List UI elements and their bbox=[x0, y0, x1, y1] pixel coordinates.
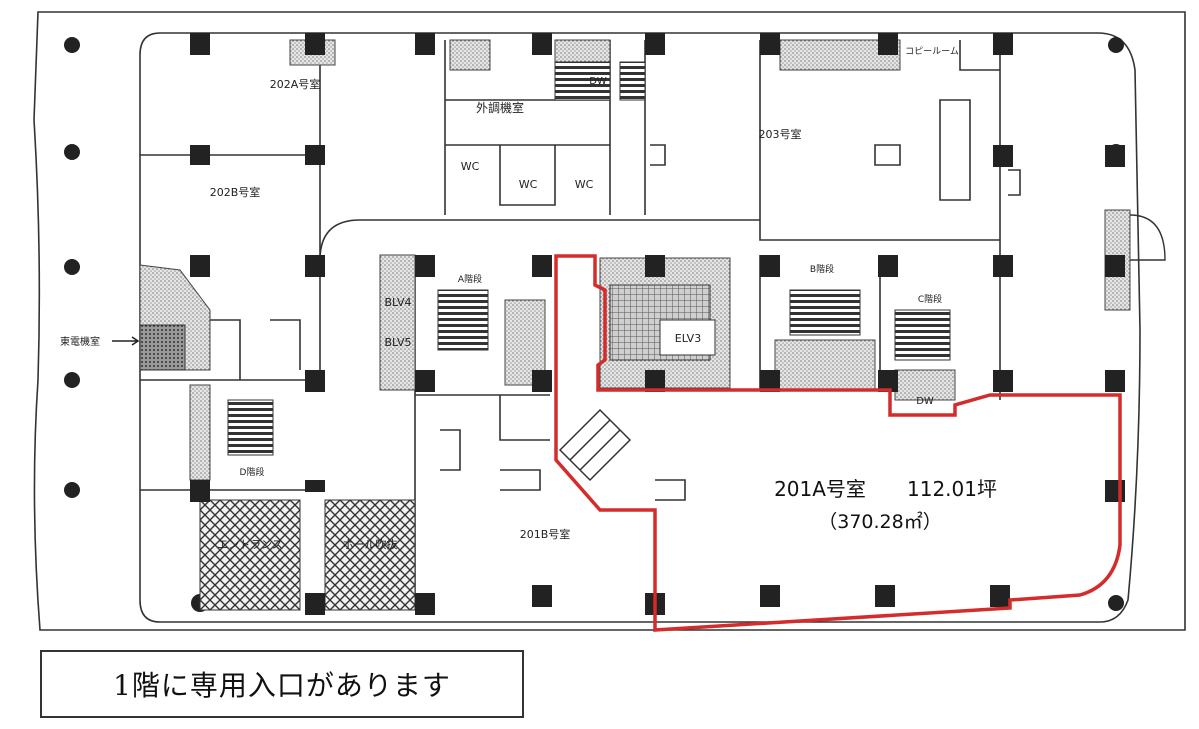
highlight-area-tsubo: 112.01坪 bbox=[907, 477, 997, 501]
label-blv5: BLV5 bbox=[385, 336, 412, 349]
label-electric-room: 東電機室 bbox=[60, 335, 100, 348]
label-stairs-a: A階段 bbox=[458, 273, 482, 285]
label-outdoor-ac: 外調機室 bbox=[476, 100, 524, 115]
room-labels: 202A号室 202B号室 203号室 201B号室 外調機室 コピールーム 東… bbox=[60, 46, 959, 551]
label-stairs-b: B階段 bbox=[810, 263, 834, 275]
shaded-cores bbox=[139, 39, 1131, 481]
label-blv4: BLV4 bbox=[385, 296, 412, 309]
label-wc-1: WC bbox=[461, 160, 480, 173]
label-entrance: エントランス bbox=[217, 538, 283, 551]
label-wc-3: WC bbox=[575, 178, 594, 191]
label-dw-2: DW bbox=[916, 396, 934, 407]
arrow-icon bbox=[112, 336, 140, 346]
highlight-area-m2: （370.28㎡） bbox=[818, 510, 941, 533]
room-201a-outline bbox=[554, 254, 1122, 632]
label-hall: ホール吹抜 bbox=[343, 537, 398, 551]
label-elv3: ELV3 bbox=[675, 332, 701, 345]
stairs bbox=[227, 61, 951, 456]
notice-box: 1階に専用入口があります bbox=[40, 650, 524, 718]
label-203: 203号室 bbox=[759, 127, 802, 141]
label-201b: 201B号室 bbox=[520, 527, 571, 541]
label-stairs-c: C階段 bbox=[918, 293, 942, 305]
entrance-area bbox=[199, 499, 301, 611]
notice-text: 1階に専用入口があります bbox=[113, 669, 451, 702]
label-202b: 202B号室 bbox=[210, 185, 261, 199]
hall-area bbox=[324, 499, 416, 611]
label-copy-room: コピールーム bbox=[905, 46, 959, 57]
label-wc-2: WC bbox=[519, 178, 538, 191]
label-202a: 202A号室 bbox=[270, 77, 321, 91]
highlight-room-name: 201A号室 bbox=[774, 477, 866, 501]
interior-columns bbox=[190, 33, 1125, 615]
label-stairs-d: D階段 bbox=[240, 466, 265, 478]
label-dw-1: DW bbox=[589, 76, 607, 87]
